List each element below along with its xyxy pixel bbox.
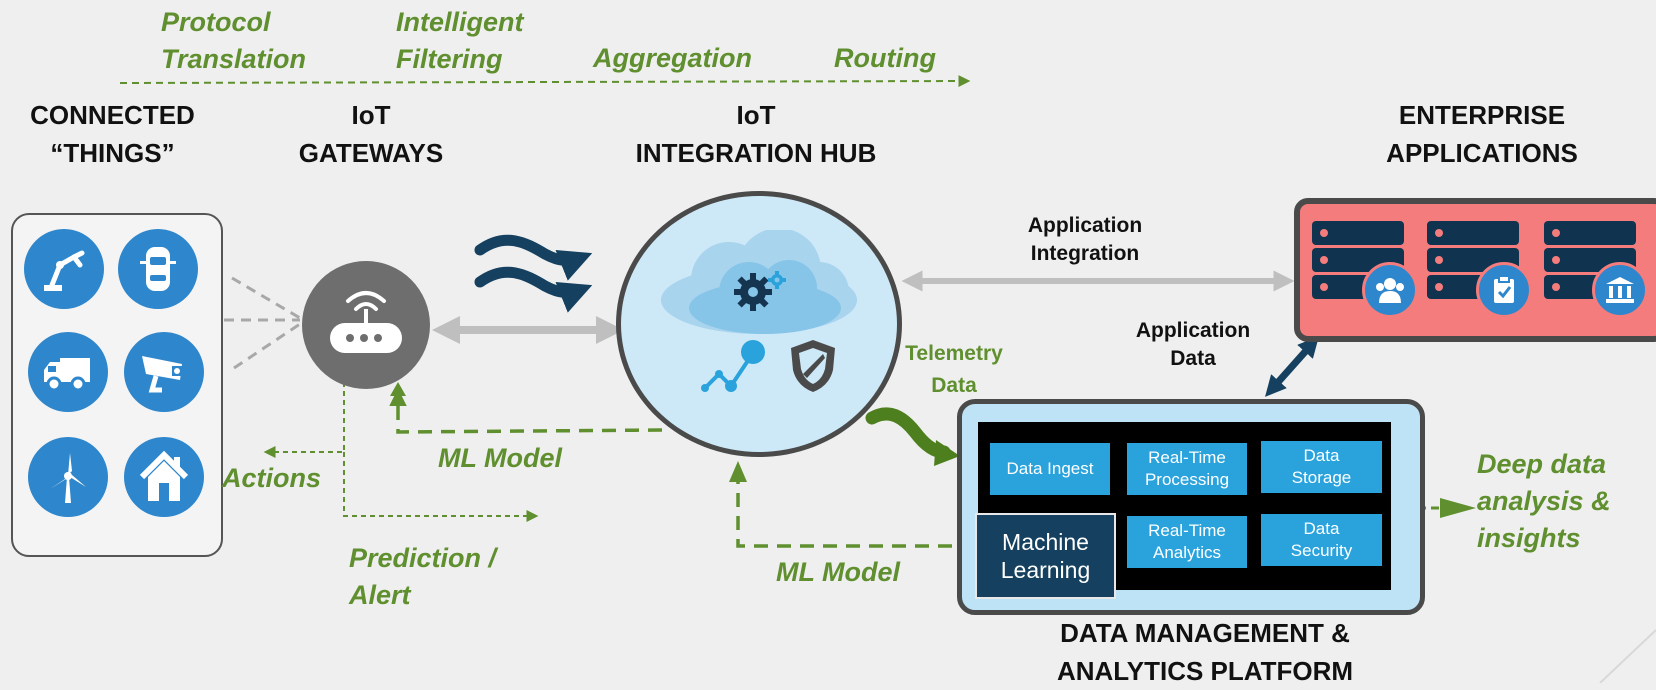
iot-integration-hub-heading: IoT INTEGRATION HUB: [635, 100, 877, 168]
top-flow-arrow: [119, 75, 971, 88]
iot-gateways-heading: IoT GATEWAYS: [298, 100, 444, 168]
car-icon: [118, 229, 198, 309]
ml-model-hub-arrow: [736, 474, 975, 548]
iot-integration-hub: [616, 191, 902, 457]
telemetry-arrow: [865, 407, 951, 459]
ml-model-hub-label: ML Model: [776, 557, 900, 587]
intelligent-filtering-label: Intelligent Filtering: [396, 7, 524, 74]
cloud-icon: [661, 230, 857, 334]
enterprise-applications-heading: ENTERPRISE APPLICATIONS: [1386, 100, 1578, 168]
users-icon: [1362, 262, 1418, 318]
data-platform-heading: DATA MANAGEMENT & ANALYTICS PLATFORM: [1056, 618, 1354, 686]
actions-label: Actions: [222, 463, 322, 493]
application-data-arrow: [1265, 336, 1319, 397]
deep-data-insights-label: Deep data analysis & insights: [1477, 449, 1611, 553]
ml-model-gateway-label: ML Model: [438, 443, 562, 473]
application-integration-label: Application Integration: [1027, 214, 1143, 265]
connected-things-heading: CONNECTED “THINGS”: [30, 100, 195, 168]
telemetry-data-label: Telemetry Data: [905, 342, 1003, 397]
security-camera-icon: [124, 332, 204, 412]
routing-label: Routing: [834, 43, 936, 73]
router-icon: [330, 291, 402, 353]
aggregation-label: Aggregation: [593, 43, 752, 73]
house-icon: [124, 437, 204, 517]
truck-icon: [28, 332, 108, 412]
robot-arm-icon: [24, 229, 104, 309]
data-ingest-tile: Data Ingest: [990, 443, 1110, 495]
application-data-label: Application Data: [1135, 319, 1251, 370]
iot-gateway: [302, 261, 430, 389]
clipboard-icon: [1476, 262, 1532, 318]
prediction-arrow: [343, 452, 539, 522]
prediction-alert-label: Prediction / Alert: [349, 543, 497, 610]
wind-turbine-icon: [28, 437, 108, 517]
ml-model-gateway-arrow: [389, 388, 663, 434]
bank-icon: [1592, 262, 1648, 318]
actions-arrow: [263, 382, 345, 458]
gear-icon: [734, 271, 786, 311]
protocol-translation-label: Protocol Translation: [161, 7, 307, 74]
analytics-icon: [701, 340, 765, 392]
shield-icon: [791, 340, 835, 392]
